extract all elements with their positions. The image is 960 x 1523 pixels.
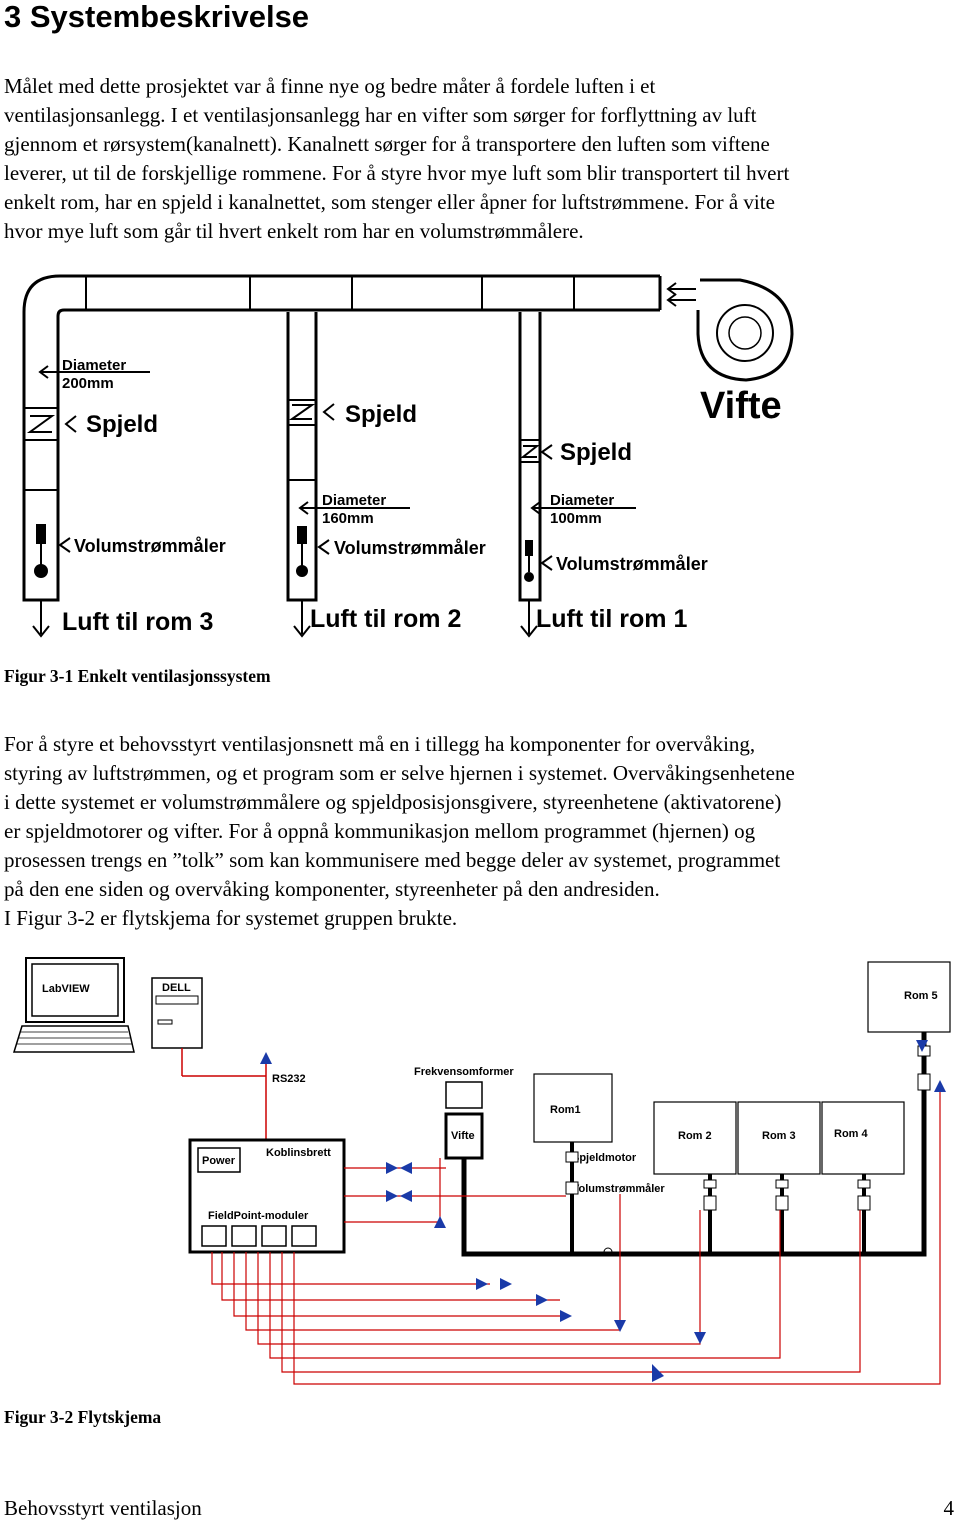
diameter-label-200: Diameter 200mm: [38, 357, 150, 392]
ventilation-system-figure: Vifte Diameter 200mm Diameter 160mm Diam…: [22, 274, 794, 638]
figure-caption-2: Figur 3-2 Flytskjema: [4, 1407, 162, 1427]
room-2-box: [653, 1101, 737, 1175]
text-line: på den ene siden og overvåking komponent…: [4, 877, 660, 901]
room-3-box: [737, 1101, 821, 1175]
svg-text:Spjeld: Spjeld: [345, 401, 417, 428]
section-heading: 3 Systembeskrivelse: [4, 0, 310, 34]
flow-meter-icon: [34, 524, 48, 578]
text-line: Målet med dette prosjektet var å finne n…: [4, 74, 656, 98]
flow-meter-icon: [524, 540, 534, 582]
svg-text:Rom 3: Rom 3: [762, 1130, 796, 1142]
rs232-label: RS232: [272, 1073, 306, 1085]
svg-text:200mm: 200mm: [62, 375, 114, 392]
text-line: er spjeldmotorer og vifter. For å oppnå …: [4, 819, 756, 843]
diameter-label-160: Diameter 160mm: [298, 492, 410, 527]
pc-tower-icon: DELL: [151, 977, 203, 1049]
text-line: hvor mye luft som går til hvert enkelt r…: [4, 219, 584, 243]
frequency-converter-label: Frekvensomformer: [414, 1066, 514, 1078]
flowchart-figure: LabVIEW DELL RS232 Power Koblinsbrett Fi…: [12, 957, 951, 1385]
svg-text:Volumstrømmåler: Volumstrømmåler: [334, 538, 486, 558]
fan-icon: [696, 278, 794, 382]
arrow-down-icon: [32, 600, 538, 638]
diameter-label-100: Diameter 100mm: [530, 492, 636, 527]
svg-text:Spjeld: Spjeld: [86, 411, 158, 438]
text-line: gjennom et rørsystem(kanalnett). Kanalne…: [4, 132, 770, 156]
svg-text:100mm: 100mm: [550, 510, 602, 527]
room-4-box: [821, 1101, 905, 1175]
damper-label-2: Spjeld: [322, 401, 417, 428]
room-2-label: Luft til rom 2: [310, 605, 461, 633]
coupling-board-label: Koblinsbrett: [266, 1147, 331, 1159]
figure-caption-1: Figur 3-1 Enkelt ventilasjonssystem: [4, 666, 271, 686]
duct-line: [461, 1032, 927, 1257]
svg-text:Diameter: Diameter: [62, 357, 126, 374]
damper-icon: [520, 445, 540, 458]
damper-label-1: Spjeld: [540, 439, 632, 466]
damper-motor-label: Spjeldmotor: [572, 1152, 637, 1164]
text-line: i dette systemet er volumstrømmålere og …: [4, 790, 782, 814]
damper-icon: [288, 404, 316, 420]
page-number: 4: [943, 1496, 955, 1520]
svg-text:Rom 5: Rom 5: [904, 990, 938, 1002]
body-paragraph: For å styre et behovsstyrt ventilasjonsn…: [4, 730, 960, 933]
svg-text:Rom 2: Rom 2: [678, 1130, 712, 1142]
svg-text:Volumstrømmåler: Volumstrømmåler: [556, 554, 708, 574]
main-duct: [22, 274, 660, 602]
arrow-left-icon: [666, 282, 696, 307]
damper-icon: [26, 415, 56, 433]
flow-meter-icon: [296, 526, 308, 577]
svg-text:Volumstrømmåler: Volumstrømmåler: [74, 536, 226, 556]
svg-text:LabVIEW: LabVIEW: [42, 983, 90, 995]
computer-icon: LabVIEW: [12, 957, 135, 1053]
room-3-label: Luft til rom 3: [62, 608, 213, 636]
text-line: For å styre et behovsstyrt ventilasjonsn…: [4, 732, 756, 756]
room-1-box: [533, 1073, 613, 1143]
text-line: prosessen trengs en ”tolk” som kan kommu…: [4, 848, 781, 872]
text-line: ventilasjonsanlegg. I et ventilasjonsanl…: [4, 103, 757, 127]
svg-text:Rom 4: Rom 4: [834, 1128, 869, 1140]
footer-title: Behovsstyrt ventilasjon: [4, 1496, 202, 1520]
svg-text:Rom1: Rom1: [550, 1104, 581, 1116]
text-line: styring av luftstrømmen, og et program s…: [4, 761, 795, 785]
meter-label-3: Volumstrømmåler: [58, 536, 226, 556]
intro-paragraph: Målet med dette prosjektet var å finne n…: [4, 72, 960, 246]
text-line: enkelt rom, har en spjeld i kanalnettet,…: [4, 190, 775, 214]
meter-label-1: Volumstrømmåler: [540, 554, 708, 574]
svg-text:Spjeld: Spjeld: [560, 439, 632, 466]
arrow-up-icon: [260, 1052, 272, 1064]
room-5-box: [867, 961, 951, 1033]
damper-label-3: Spjeld: [64, 411, 158, 438]
text-line: leverer, ut til de forskjellige rommene.…: [4, 161, 790, 185]
meter-label-2: Volumstrømmåler: [317, 538, 486, 558]
fan-box: [444, 1112, 484, 1160]
svg-text:160mm: 160mm: [322, 510, 374, 527]
svg-text:Diameter: Diameter: [322, 492, 386, 509]
flow-meter-label: Volumstrømmåler: [572, 1183, 665, 1195]
fieldpoint-label: FieldPoint-moduler: [208, 1210, 309, 1222]
svg-text:Vifte: Vifte: [451, 1130, 475, 1142]
text-line: I Figur 3-2 er flytskjema for systemet g…: [4, 906, 458, 930]
svg-text:DELL: DELL: [162, 982, 191, 994]
power-label: Power: [202, 1155, 236, 1167]
svg-text:Diameter: Diameter: [550, 492, 614, 509]
fan-label: Vifte: [700, 385, 782, 427]
room-1-label: Luft til rom 1: [536, 605, 687, 633]
signal-arrow-icon: [386, 1040, 946, 1382]
